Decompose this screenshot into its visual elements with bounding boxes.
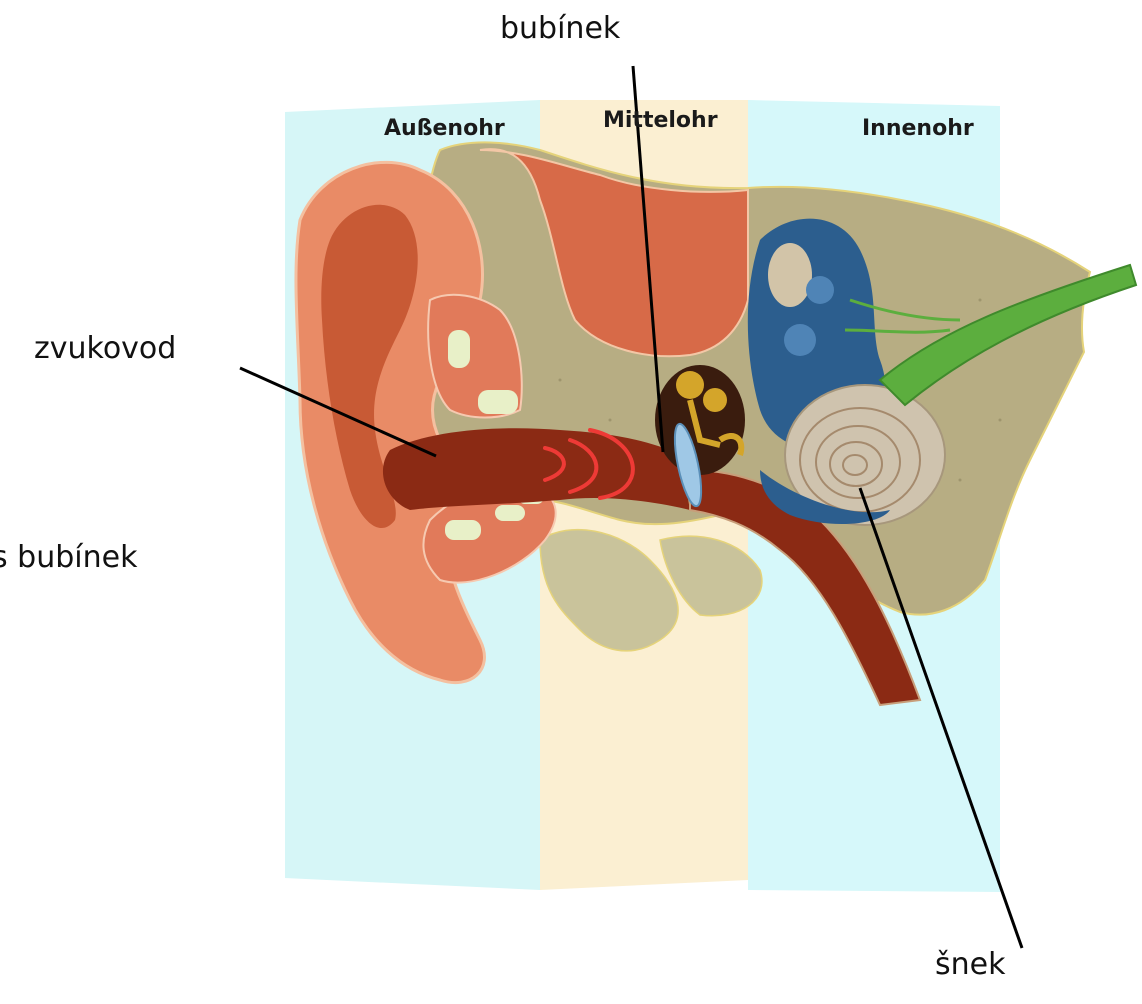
region-inner-ear: Innenohr — [862, 118, 974, 140]
region-outer-ear: Außenohr — [384, 118, 505, 140]
label-cochlea: šnek — [935, 950, 1005, 980]
vestibule-sac-2 — [784, 324, 816, 356]
label-eardrum: bubínek — [500, 14, 620, 44]
cartilage-hole-2 — [478, 390, 518, 414]
cartilage-hole-4 — [495, 505, 525, 521]
region-middle-ear: Mittelohr — [603, 110, 718, 132]
cartilage-hole-3 — [445, 520, 481, 540]
label-partial-left: s bubínek — [0, 543, 137, 573]
cartilage-hole-1 — [448, 330, 470, 368]
labyrinth-inner — [768, 243, 812, 307]
label-ear-canal: zvukovod — [34, 334, 176, 364]
vestibule-sac-1 — [806, 276, 834, 304]
